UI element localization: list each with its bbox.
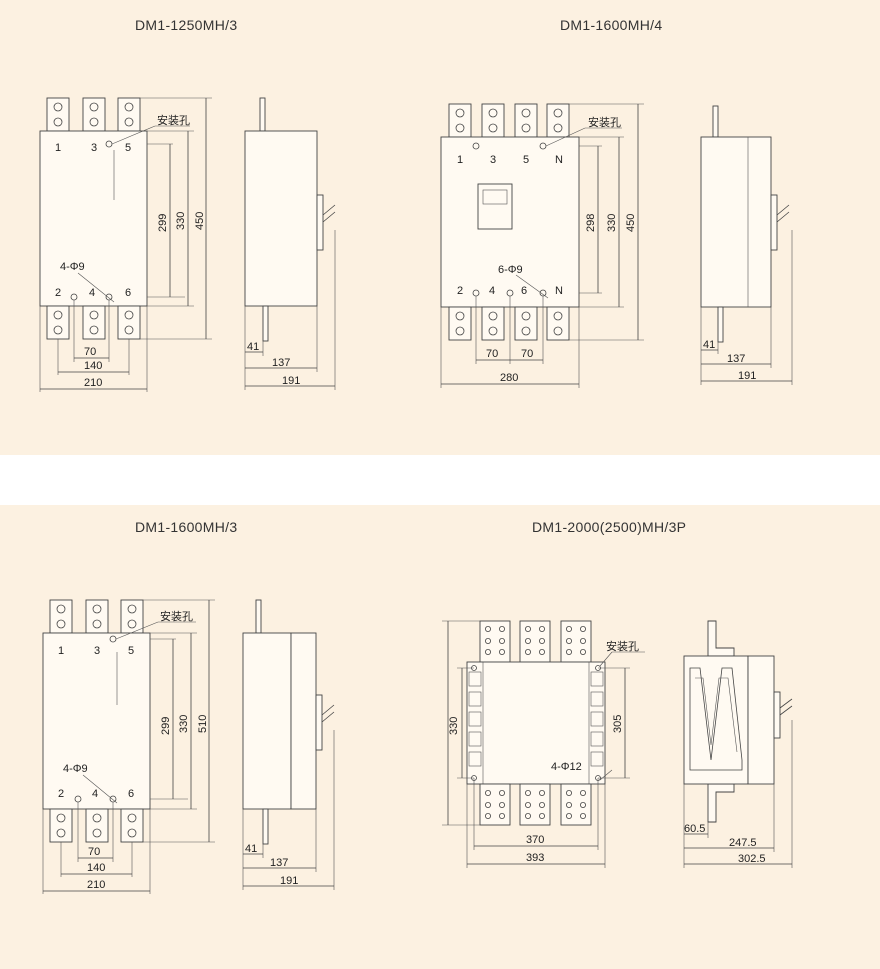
terminal-label: 6: [125, 287, 131, 299]
dim-70: 70: [521, 348, 533, 360]
side-dim-137: 137: [727, 353, 745, 365]
dim-510: 510: [197, 715, 209, 733]
dim-210: 210: [87, 879, 105, 891]
dim-450: 450: [194, 212, 206, 230]
side-dim-41: 41: [245, 843, 257, 855]
side-dim-41: 41: [247, 341, 259, 353]
mount-hole-label: 安装孔: [160, 609, 193, 623]
mount-hole-label: 安装孔: [157, 113, 190, 127]
side-dim-191: 191: [280, 875, 298, 887]
side-dim-191: 191: [282, 375, 300, 387]
terminal-label: N: [555, 154, 563, 166]
dm1-1600mh-4-front-view: 1 3 5 N 2 4 6 N 安装孔 6-Φ9 298 330 450 70 …: [440, 103, 644, 388]
dim-450: 450: [625, 214, 637, 232]
bottom-drawings: 1 3 5 2 4 6 安装孔 4-Φ9 299 330 510 70 140 …: [42, 599, 793, 894]
terminal-label: 6: [521, 285, 527, 297]
side-dim-137: 137: [270, 857, 288, 869]
hole-spec-label: 4-Φ9: [60, 261, 85, 273]
terminal-label: 5: [125, 142, 131, 154]
dim-330: 330: [448, 717, 460, 735]
terminal-label: 2: [58, 788, 64, 800]
dim-70: 70: [84, 346, 96, 358]
terminal-label: 5: [128, 645, 134, 657]
dm1-2000mh-3p-front-view: 安装孔 4-Φ12 330 305 370 393: [442, 620, 645, 868]
dm1-1600mh-3-side-view: 41 137 191: [242, 599, 335, 890]
terminal-label: 1: [58, 645, 64, 657]
dm1-1600mh-4-side-view: 41 137 191: [700, 105, 793, 385]
dim-330: 330: [178, 715, 190, 733]
dim-299: 299: [160, 717, 172, 735]
dim-298: 298: [585, 214, 597, 232]
bottom-panel: DM1-1600MH/3 DM1-2000(2500)MH/3P: [0, 505, 880, 969]
mount-hole-label: 安装孔: [588, 115, 621, 129]
terminal-label: 2: [55, 287, 61, 299]
terminal-label: 1: [457, 154, 463, 166]
dim-370: 370: [526, 834, 544, 846]
terminal-label: 6: [128, 788, 134, 800]
dm1-1250mh-3-side-view: 41 137 191: [244, 97, 336, 390]
dim-280: 280: [500, 372, 518, 384]
dim-210: 210: [84, 377, 102, 389]
hole-spec-label: 4-Φ9: [63, 763, 88, 775]
terminal-label: 4: [89, 287, 95, 299]
dim-330: 330: [606, 214, 618, 232]
side-dim-41: 41: [703, 339, 715, 351]
dim-393: 393: [526, 852, 544, 864]
dim-330: 330: [175, 212, 187, 230]
diagram-title-dm1-1600mh-4: DM1-1600MH/4: [560, 17, 663, 33]
terminal-label: 4: [92, 788, 98, 800]
diagram-title-dm1-2000mh-3p: DM1-2000(2500)MH/3P: [532, 519, 687, 535]
diagram-title-dm1-1250mh-3: DM1-1250MH/3: [135, 17, 238, 33]
terminal-label: 4: [489, 285, 495, 297]
dim-305: 305: [612, 715, 624, 733]
terminal-label: 3: [91, 142, 97, 154]
terminal-label: 3: [490, 154, 496, 166]
side-dim-137: 137: [272, 357, 290, 369]
dm1-1600mh-3-front-view: 1 3 5 2 4 6 安装孔 4-Φ9 299 330 510 70 140 …: [42, 599, 215, 894]
terminal-label: N: [555, 285, 563, 297]
top-panel: DM1-1250MH/3 DM1-1600MH/4: [0, 0, 880, 455]
dim-140: 140: [84, 360, 102, 372]
dim-299: 299: [157, 214, 169, 232]
hole-spec-label: 4-Φ12: [551, 761, 582, 773]
terminal-label: 3: [94, 645, 100, 657]
diagram-title-dm1-1600mh-3: DM1-1600MH/3: [135, 519, 238, 535]
dim-70: 70: [88, 846, 100, 858]
dim-70: 70: [486, 348, 498, 360]
terminal-label: 5: [523, 154, 529, 166]
side-dim-191: 191: [738, 370, 756, 382]
side-dim-302-5: 302.5: [738, 853, 766, 865]
mount-hole-label: 安装孔: [606, 639, 639, 653]
top-drawings: 1 3 5 2 4 6 安装孔 4-Φ9 299 330 450 70 140 …: [39, 97, 793, 392]
hole-spec-label: 6-Φ9: [498, 264, 523, 276]
side-dim-247-5: 247.5: [729, 837, 757, 849]
terminal-label: 1: [55, 142, 61, 154]
side-dim-60-5: 60.5: [684, 823, 705, 835]
terminal-label: 2: [457, 285, 463, 297]
dim-140: 140: [87, 862, 105, 874]
dm1-1250mh-3-front-view: 1 3 5 2 4 6 安装孔 4-Φ9 299 330 450 70 140 …: [39, 97, 212, 392]
dm1-2000mh-3p-side-view: 60.5 247.5 302.5: [683, 620, 793, 868]
